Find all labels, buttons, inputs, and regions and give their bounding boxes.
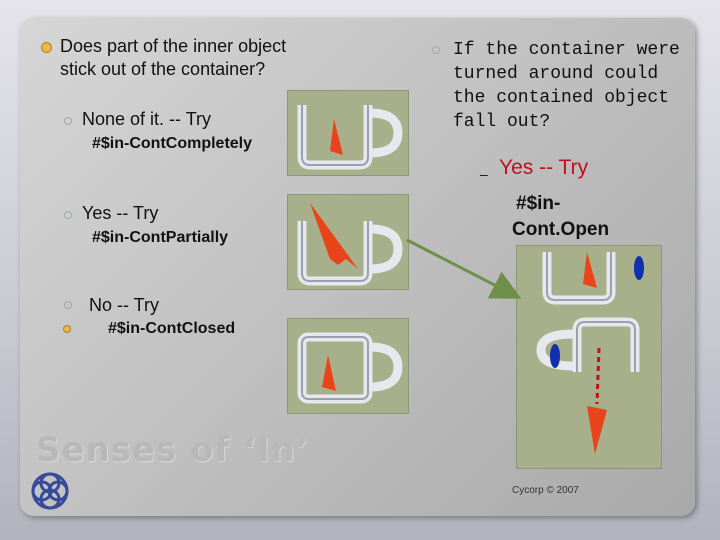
right-question-line4: fall out? bbox=[453, 112, 551, 132]
blue-oval-icon bbox=[634, 256, 644, 280]
cup-completely-illustration bbox=[297, 105, 403, 170]
blue-oval-icon bbox=[550, 344, 560, 368]
bullet-dot bbox=[41, 42, 52, 53]
left-question-line1: Does part of the inner object bbox=[60, 36, 287, 56]
cycorp-knot-logo-icon bbox=[31, 472, 69, 510]
right-question-line3: the contained object bbox=[453, 88, 670, 108]
answer-link-line2[interactable]: Cont.Open bbox=[512, 219, 610, 240]
option-partial-link[interactable]: #$in-ContPartially bbox=[92, 229, 229, 246]
cup-closed-illustration bbox=[297, 332, 403, 404]
slide-title: Senses of ‘In’ bbox=[36, 430, 310, 470]
panel-partially bbox=[287, 194, 409, 290]
bullet-dot bbox=[63, 325, 71, 333]
sub-bullet bbox=[64, 301, 72, 309]
panel-open bbox=[516, 245, 662, 469]
answer-link-line1[interactable]: #$in- bbox=[516, 193, 561, 214]
cup-open-illustration bbox=[536, 252, 644, 454]
arrow-object-icon bbox=[330, 119, 343, 155]
panel-closed bbox=[287, 318, 409, 414]
footer-copyright: Cycorp © 2007 bbox=[512, 485, 579, 496]
option-none-label: None of it. -- Try bbox=[82, 109, 212, 129]
sub-bullet bbox=[64, 117, 72, 125]
arrow-object-icon bbox=[322, 355, 336, 391]
option-closed-label: No -- Try bbox=[89, 295, 159, 315]
option-closed-link[interactable]: #$in-ContClosed bbox=[108, 320, 236, 337]
option-partial-label: Yes -- Try bbox=[82, 203, 159, 223]
panel-completely bbox=[287, 90, 409, 176]
arrow-object-icon bbox=[587, 406, 607, 454]
arrow-object-icon bbox=[583, 252, 597, 288]
answer-label: Yes -- Try bbox=[499, 156, 589, 179]
right-question-line1: If the container were bbox=[453, 40, 680, 60]
left-question-line2: stick out of the container? bbox=[60, 59, 266, 79]
fall-path-line bbox=[595, 347, 601, 405]
right-question-line2: turned around could bbox=[453, 64, 659, 84]
arrow-object-icon bbox=[310, 203, 358, 269]
sub-bullet bbox=[64, 211, 72, 219]
option-none-link[interactable]: #$in-ContCompletely bbox=[92, 135, 253, 152]
dash-bullet: – bbox=[480, 166, 488, 182]
sub-bullet bbox=[432, 46, 440, 54]
cup-partially-illustration bbox=[297, 203, 403, 286]
